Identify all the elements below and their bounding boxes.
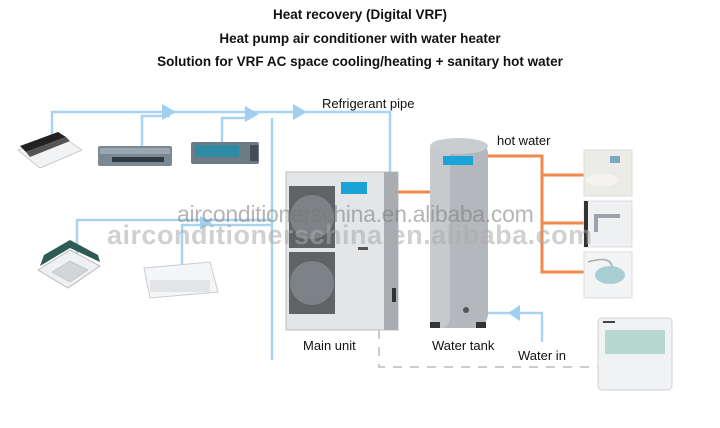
- wired-controller: [597, 317, 673, 391]
- hot-water-pipes: [395, 154, 585, 274]
- water-in-pipe: [487, 311, 544, 342]
- flow-arrow-icons: [162, 104, 307, 230]
- watermark-line2: airconditionerschina.en.alibaba.com: [107, 220, 593, 250]
- label-refrigerant-pipe: Refrigerant pipe: [322, 96, 415, 111]
- title-solution: Solution for VRF AC space cooling/heatin…: [157, 54, 563, 69]
- shower-head-image: [583, 251, 633, 299]
- title-heat-pump: Heat pump air conditioner with water hea…: [219, 31, 501, 46]
- title-heat-recovery: Heat recovery (Digital VRF): [272, 7, 448, 22]
- one-way-cassette-unit: [16, 132, 84, 169]
- label-water-tank: Water tank: [432, 338, 495, 353]
- faucet-image: [583, 200, 633, 248]
- label-hot-water: hot water: [497, 133, 551, 148]
- bathtub-image: [583, 149, 633, 197]
- water-in-arrow-icon: [508, 305, 520, 321]
- label-water-in: Water in: [518, 348, 566, 363]
- control-wire: [378, 330, 598, 368]
- main-unit-outdoor: [285, 171, 399, 331]
- label-main-unit: Main unit: [303, 338, 356, 353]
- ducted-unit-2: [191, 142, 259, 164]
- ceiling-floor-unit: [143, 261, 219, 299]
- watermark-line1: airconditionerschina.en.alibaba.com: [177, 201, 534, 227]
- ducted-unit-1: [98, 146, 172, 166]
- water-tank: [430, 138, 488, 328]
- four-way-cassette-unit: [37, 240, 101, 289]
